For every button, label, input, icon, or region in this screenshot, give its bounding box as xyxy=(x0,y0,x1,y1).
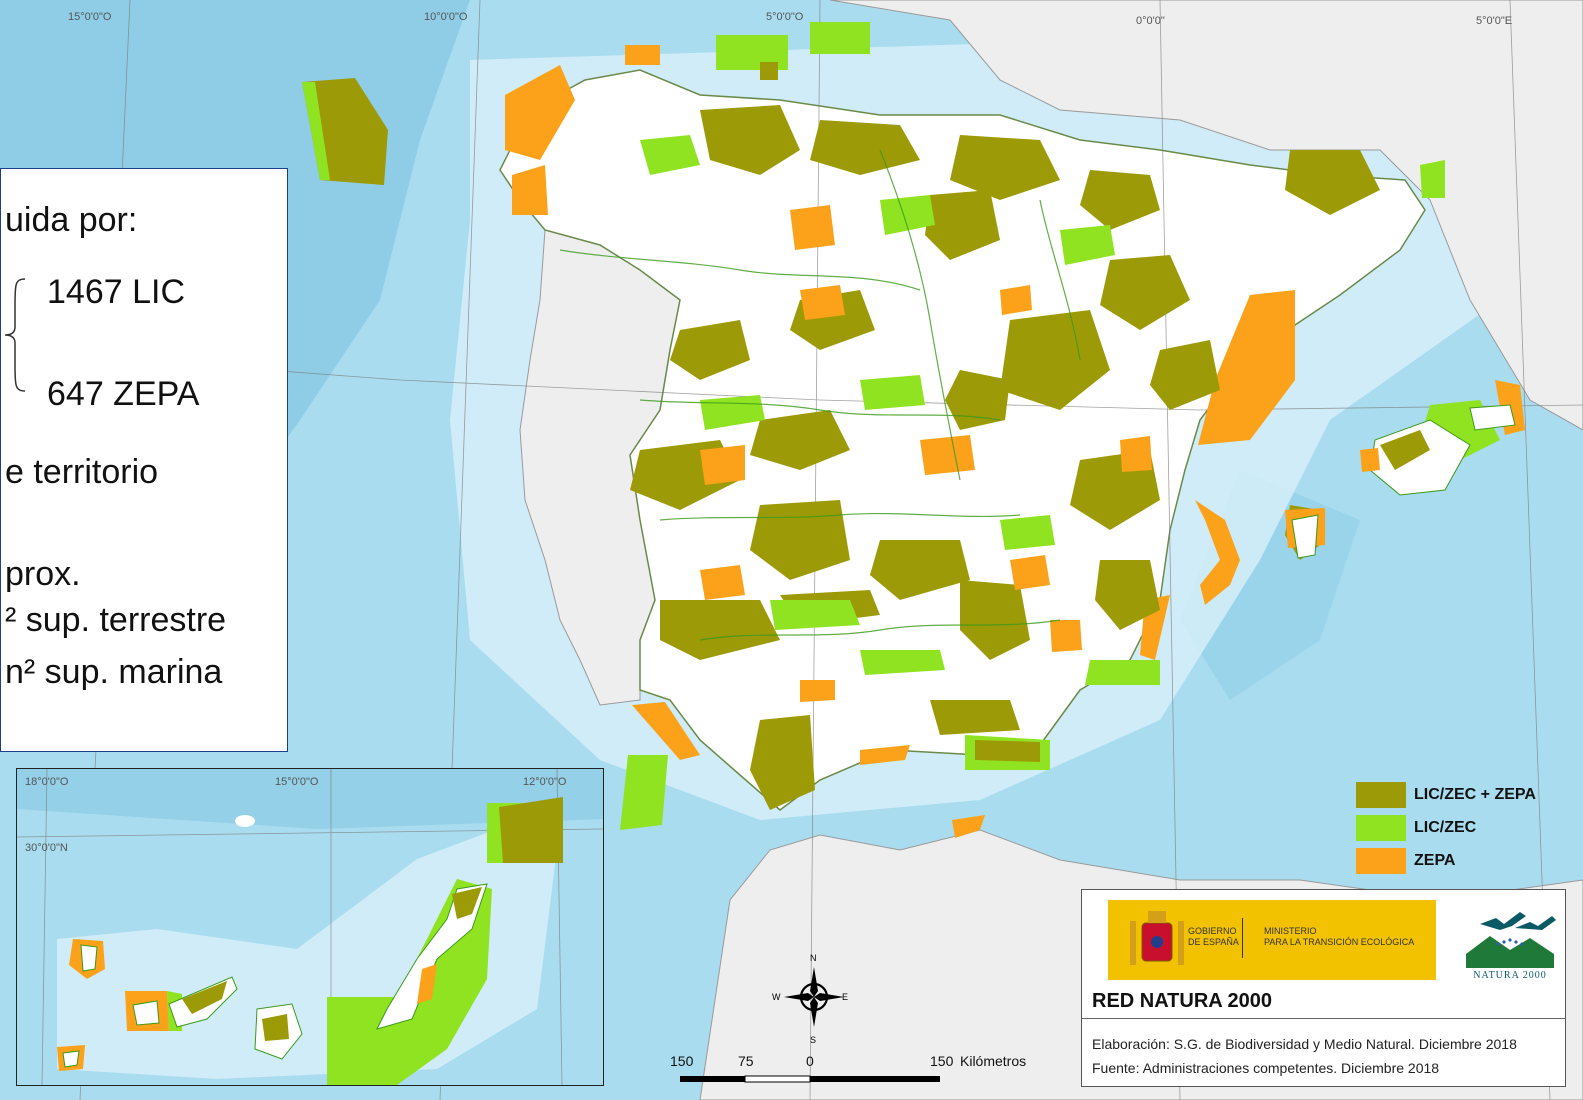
gobierno-text-1: GOBIERNO xyxy=(1188,926,1237,936)
credit-fuente: Fuente: Administraciones competentes. Di… xyxy=(1092,1060,1440,1076)
inset-lat-30n: 30°0'0"N xyxy=(25,842,68,854)
credit-divider xyxy=(1082,1018,1565,1019)
credit-panel: GOBIERNO DE ESPAÑA MINISTERIO PARA LA TR… xyxy=(1081,889,1566,1087)
inset-lon-12w: 12°0'0"O xyxy=(523,776,567,788)
balearic-islands xyxy=(1285,380,1525,559)
compass-s: S xyxy=(810,1035,816,1045)
compass-rose-icon: N S E W xyxy=(772,953,848,1045)
canary-islands-inset[interactable]: 18°0'0"O 15°0'0"O 12°0'0"O 30°0'0"N xyxy=(16,768,604,1086)
info-line-sup-terrestre: ² sup. terrestre xyxy=(5,601,227,639)
inset-lon-18w: 18°0'0"O xyxy=(25,776,69,788)
scale-label-75: 75 xyxy=(738,1053,754,1069)
scale-bar xyxy=(680,1075,940,1083)
government-logo-banner: GOBIERNO DE ESPAÑA MINISTERIO PARA LA TR… xyxy=(1108,900,1436,980)
legend-swatch xyxy=(1356,781,1406,808)
lon-label-10w: 10°0'0"O xyxy=(424,11,468,23)
river-network xyxy=(559,149,1081,641)
legend-item-lic-zec-zepa: LIC/ZEC + ZEPA xyxy=(1356,778,1576,811)
info-line-sup-marina: n² sup. marina xyxy=(5,653,223,691)
natura-2000-logo: NATURA 2000 xyxy=(1466,912,1556,980)
canary-inset-map: 18°0'0"O 15°0'0"O 12°0'0"O 30°0'0"N xyxy=(17,769,603,1085)
lon-label-5w: 5°0'0"O xyxy=(766,11,804,23)
ministerio-text-1: MINISTERIO xyxy=(1264,926,1317,936)
compass-n: N xyxy=(810,953,817,963)
info-line-zepa-count: 647 ZEPA xyxy=(47,375,200,413)
map-title: RED NATURA 2000 xyxy=(1092,990,1273,1012)
map-legend: LIC/ZEC + ZEPA LIC/ZEC ZEPA xyxy=(1356,778,1576,877)
scale-bar-labels: 150 75 0 150 Kilómetros xyxy=(660,1048,1040,1088)
brace-icon xyxy=(4,278,26,392)
lon-label-5e: 5°0'0"E xyxy=(1476,15,1512,27)
coat-of-arms-icon xyxy=(1130,911,1184,965)
lon-label-15w: 15°0'0"O xyxy=(68,11,112,23)
info-line-territorio: e territorio xyxy=(5,453,159,491)
legend-label: LIC/ZEC xyxy=(1414,818,1477,836)
gobierno-text-2: DE ESPAÑA xyxy=(1188,937,1239,947)
inset-lon-15w: 15°0'0"O xyxy=(275,776,319,788)
legend-swatch xyxy=(1356,814,1406,841)
ministerio-text-2: PARA LA TRANSICIÓN ECOLÓGICA xyxy=(1264,937,1415,947)
compass-w: W xyxy=(772,992,781,1002)
scale-unit: Kilómetros xyxy=(960,1053,1027,1069)
info-line-lic-count: 1467 LIC xyxy=(47,273,185,311)
natura-sites xyxy=(302,22,1445,838)
info-line-aprox: prox. xyxy=(5,555,81,593)
legend-label: LIC/ZEC + ZEPA xyxy=(1414,785,1536,803)
legend-item-lic-zec: LIC/ZEC xyxy=(1356,811,1576,844)
scale-label-150-right: 150 xyxy=(930,1053,954,1069)
scale-label-0: 0 xyxy=(806,1053,814,1069)
natura-logo-text: NATURA 2000 xyxy=(1473,970,1547,980)
credit-elaboracion: Elaboración: S.G. de Biodiversidad y Med… xyxy=(1092,1036,1517,1052)
compass-e: E xyxy=(842,992,848,1002)
legend-label: ZEPA xyxy=(1414,851,1456,869)
scale-label-150-left: 150 xyxy=(670,1053,694,1069)
legend-swatch xyxy=(1356,847,1406,874)
legend-item-zepa: ZEPA xyxy=(1356,844,1576,877)
france-land xyxy=(829,0,1583,431)
lon-label-0: 0°0'0" xyxy=(1136,15,1165,27)
summary-info-box: uida por: 1467 LIC 647 ZEPA e territorio… xyxy=(0,168,288,752)
info-line-constituida: uida por: xyxy=(5,201,138,239)
